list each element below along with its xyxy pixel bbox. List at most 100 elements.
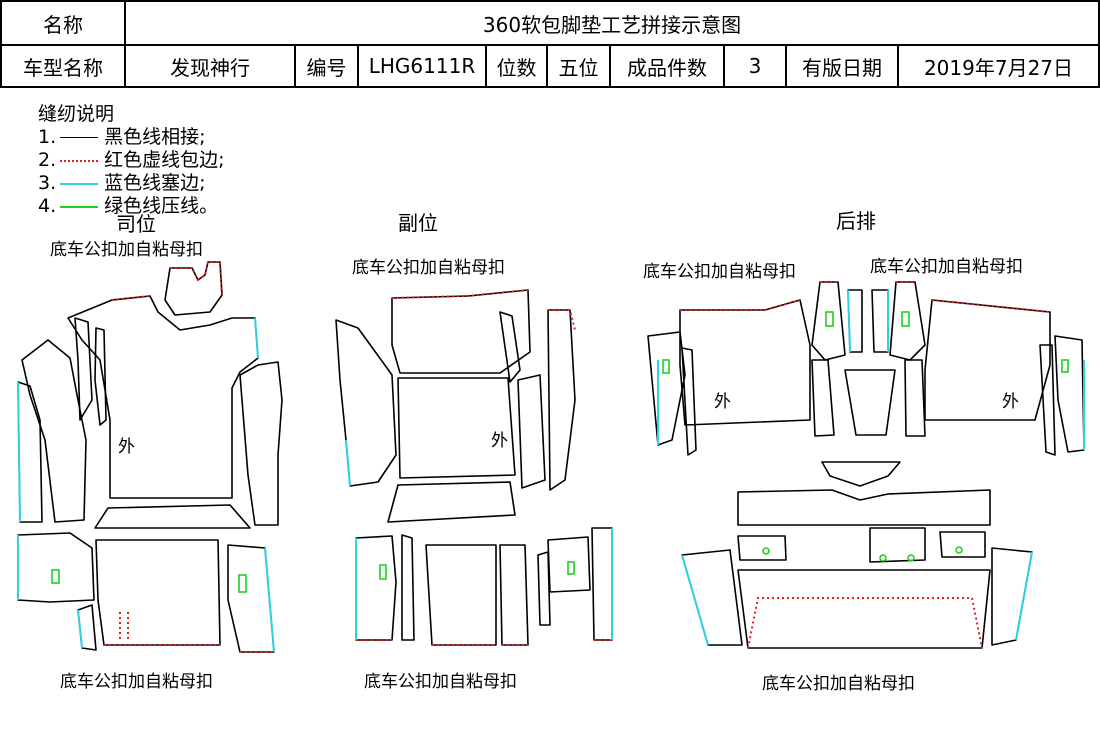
pattern-piece <box>991 547 1033 646</box>
tuck-edge <box>847 289 851 353</box>
col-divider <box>723 44 725 88</box>
table-border-left <box>0 0 2 88</box>
table-border-right <box>1098 0 1100 88</box>
clip-note-passenger-top: 底车公扣加自粘母扣 <box>352 258 505 278</box>
tuck-edge <box>77 609 83 649</box>
legend-item-green: 4. 绿色线压线。 <box>38 195 225 218</box>
legend-num: 1. <box>38 126 57 148</box>
press-mark <box>567 561 575 575</box>
col-divider <box>546 44 548 88</box>
driver-section-title: 司位 <box>116 212 156 236</box>
tuck-edge <box>345 439 351 487</box>
outside-marker-driver: 外 <box>118 437 135 457</box>
press-mark <box>879 554 887 562</box>
pattern-piece <box>1054 335 1085 453</box>
clip-note-rear-bottom: 底车公扣加自粘母扣 <box>762 674 915 694</box>
col-divider <box>485 44 487 88</box>
pattern-piece <box>1039 344 1056 456</box>
legend-item-black: 1. 黑色线相接; <box>38 126 225 149</box>
col-divider <box>124 0 126 88</box>
legend-num: 2. <box>38 149 57 171</box>
pattern-piece <box>681 347 697 456</box>
legend-title: 缝纫说明 <box>38 103 115 125</box>
table-border-bottom <box>0 86 1100 88</box>
pattern-piece <box>425 544 497 646</box>
pattern-piece <box>537 551 551 626</box>
pattern-piece <box>939 531 986 558</box>
press-mark <box>955 546 963 554</box>
pattern-piece <box>811 359 835 437</box>
date-value: 2019年7月27日 <box>923 55 1074 80</box>
pattern-piece <box>844 369 896 436</box>
pieces-label: 成品件数 <box>627 55 707 80</box>
press-mark <box>238 574 247 593</box>
outside-marker-passenger: 外 <box>491 431 508 451</box>
outside-marker-rear-right: 外 <box>1002 392 1019 412</box>
blue-line-swatch <box>60 182 99 185</box>
pattern-piece <box>21 339 87 523</box>
pattern-piece <box>647 331 686 446</box>
passenger-section-title: 副位 <box>398 211 438 235</box>
pattern-piece <box>811 281 846 361</box>
green-line-swatch <box>60 205 99 208</box>
binding-edge <box>111 295 151 301</box>
pattern-piece <box>737 569 991 649</box>
legend-item-red: 2. 红色虚线包边; <box>38 149 225 172</box>
tuck-edge <box>254 317 259 359</box>
pattern-piece <box>924 299 1051 421</box>
pattern-piece <box>239 361 283 526</box>
press-mark <box>762 547 770 555</box>
col-divider <box>357 44 359 88</box>
outside-marker-rear-left: 外 <box>714 392 731 412</box>
tuck-edge <box>264 547 275 653</box>
pattern-piece <box>387 481 516 523</box>
pattern-piece <box>904 359 926 437</box>
pattern-piece <box>737 489 991 526</box>
clip-note-passenger-bottom: 底车公扣加自粘母扣 <box>364 672 517 692</box>
press-mark <box>825 311 834 327</box>
clip-note-driver-bottom: 底车公扣加自粘母扣 <box>60 672 213 692</box>
pattern-piece <box>517 374 546 489</box>
black-seam-outlines <box>17 261 1085 653</box>
pattern-piece <box>164 261 223 316</box>
pattern-piece <box>681 549 743 646</box>
pattern-piece <box>335 319 397 487</box>
name-label: 名称 <box>43 12 83 37</box>
col-divider <box>609 44 611 88</box>
legend-text: 红色虚线包边; <box>104 149 225 171</box>
legend-text: 蓝色线塞边; <box>104 172 206 194</box>
model-label: 车型名称 <box>23 55 103 80</box>
tuck-edge <box>681 554 709 646</box>
clip-note-driver-top: 底车公扣加自粘母扣 <box>50 240 203 260</box>
green-press-marks <box>51 311 1069 593</box>
clip-note-rear-right: 底车公扣加自粘母扣 <box>870 257 1023 277</box>
press-mark <box>1061 359 1069 373</box>
col-divider <box>785 44 787 88</box>
press-mark <box>901 311 910 327</box>
pattern-piece <box>869 527 926 563</box>
pattern-piece <box>591 527 613 641</box>
binding-edge <box>391 289 529 299</box>
date-label: 有版日期 <box>802 55 882 80</box>
pattern-piece <box>94 504 251 529</box>
press-mark <box>379 564 387 580</box>
pattern-piece <box>871 289 889 353</box>
pattern-piece <box>499 311 521 383</box>
blue-tuck-edges <box>17 289 1085 653</box>
pattern-piece <box>397 377 516 479</box>
seats-label: 位数 <box>496 55 537 80</box>
clip-note-rear-left: 底车公扣加自粘母扣 <box>643 262 796 282</box>
code-value: LHG6111R <box>368 54 476 78</box>
press-mark <box>907 554 915 562</box>
pattern-piece <box>889 281 926 361</box>
pattern-piece <box>499 544 529 646</box>
legend-text: 黑色线相接; <box>104 126 206 148</box>
spec-table: 名称 360软包脚垫工艺拼接示意图 车型名称 发现神行 编号 LHG6111R … <box>0 0 1100 88</box>
col-divider <box>294 44 296 88</box>
binding-edge <box>747 597 983 649</box>
pattern-piece <box>17 381 43 523</box>
rear-section-title: 后排 <box>836 209 876 233</box>
pattern-piece <box>679 299 811 426</box>
legend-num: 3. <box>38 172 57 194</box>
